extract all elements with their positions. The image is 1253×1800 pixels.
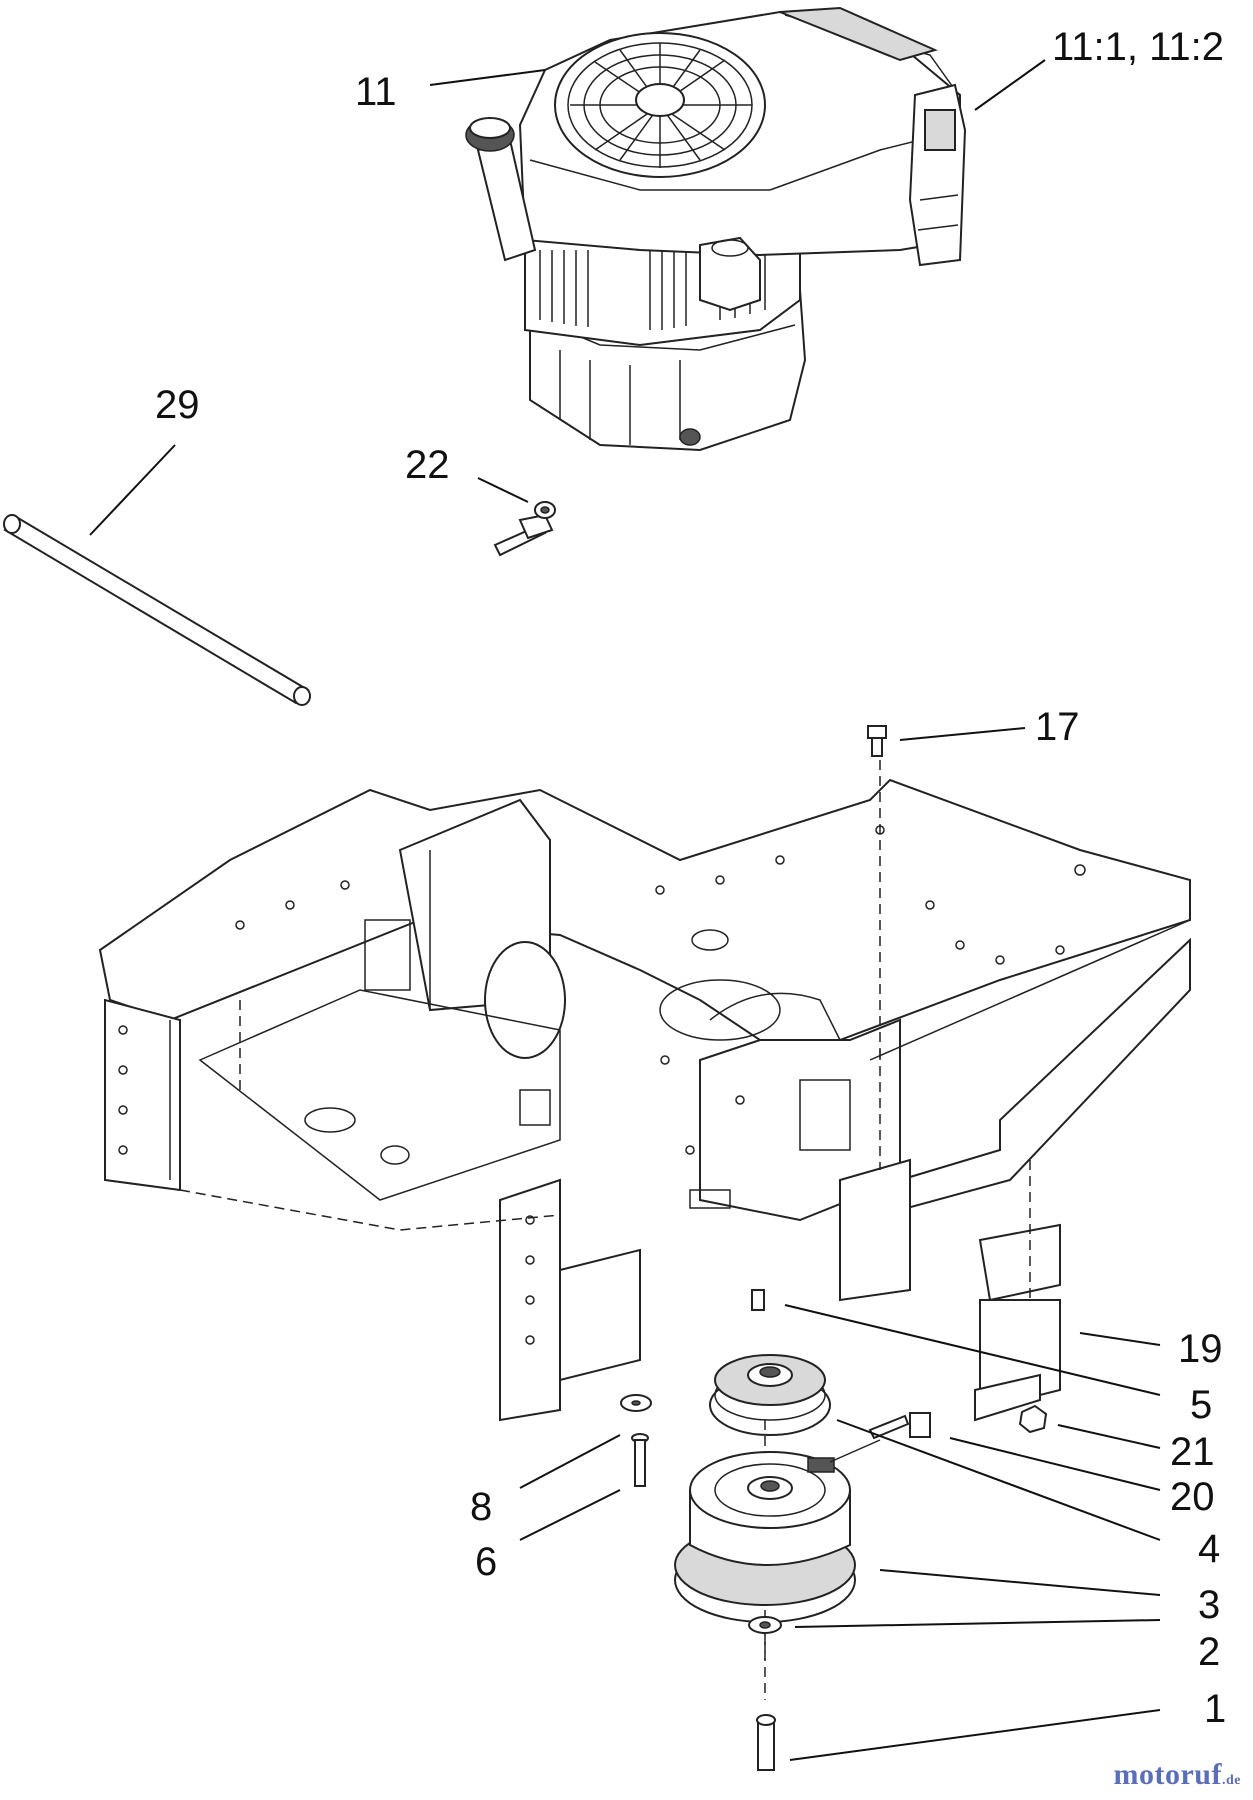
callout-11: 11 — [355, 70, 397, 114]
callout-11-1-11-2: 11:1, 11:2 — [1052, 25, 1224, 69]
bolt-1 — [756, 1714, 776, 1771]
callout-3: 3 — [1198, 1583, 1220, 1627]
watermark-brand: motoruf — [1113, 1758, 1222, 1791]
connector-20 — [868, 1412, 931, 1440]
shield-19 — [974, 1299, 1061, 1422]
engine-mount-bolt — [493, 501, 556, 557]
rod — [3, 514, 311, 706]
callout-5: 5 — [1190, 1383, 1212, 1427]
engine-assembly — [465, 6, 967, 452]
screw-17 — [867, 725, 887, 757]
motoruf-watermark: motoruf.de — [1114, 1758, 1241, 1792]
callout-6: 6 — [475, 1540, 497, 1584]
frame — [98, 778, 1191, 1422]
electric-clutch-3 — [674, 1439, 881, 1623]
callout-1: 1 — [1204, 1687, 1226, 1731]
watermark-tld: .de — [1222, 1773, 1241, 1788]
callout-21: 21 — [1170, 1430, 1215, 1474]
bolt-6 — [631, 1433, 649, 1487]
callout-19: 19 — [1178, 1327, 1223, 1371]
callout-4: 4 — [1198, 1527, 1220, 1571]
callout-22: 22 — [405, 443, 450, 487]
nut-21 — [1018, 1404, 1048, 1434]
callout-20: 20 — [1170, 1475, 1215, 1519]
leader-lines — [89, 59, 1161, 1761]
washer-8 — [620, 1394, 652, 1412]
callout-17: 17 — [1035, 705, 1080, 749]
key-5 — [751, 1289, 765, 1311]
pulley-4 — [709, 1354, 831, 1436]
callout-8: 8 — [470, 1485, 492, 1529]
callout-2: 2 — [1198, 1630, 1220, 1674]
callout-labels: 11 11:1, 11:2 29 22 17 19 5 21 20 8 6 4 … — [155, 25, 1226, 1731]
washer-2 — [748, 1616, 782, 1634]
callout-29: 29 — [155, 383, 200, 427]
